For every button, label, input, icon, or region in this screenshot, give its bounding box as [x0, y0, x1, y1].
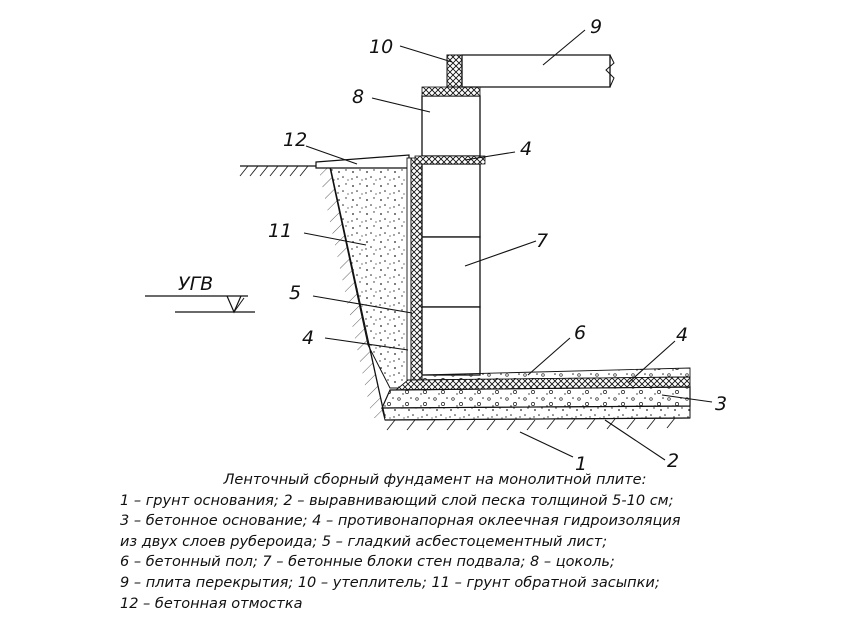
callout-labels: 10 9 8 12 4 7 11 5 4 6 4 3 2 1: [268, 16, 727, 475]
label-4-left: 4: [302, 327, 314, 349]
horizontal-waterproofing: [414, 155, 486, 165]
label-2: 2: [667, 450, 679, 472]
label-4-top: 4: [520, 138, 532, 160]
groundwater-level: УГВ: [145, 273, 255, 314]
ugv-label: УГВ: [178, 273, 213, 295]
caption: Ленточный сборный фундамент на монолитно…: [120, 470, 820, 614]
caption-line: из двух слоев рубероида; 5 – гладкий асб…: [120, 533, 608, 550]
basement-floor: [394, 367, 691, 391]
label-5: 5: [289, 282, 301, 304]
caption-title: Ленточный сборный фундамент на монолитно…: [223, 472, 647, 488]
insulation: [446, 54, 463, 88]
label-3: 3: [715, 393, 727, 415]
concrete-base: [381, 386, 691, 409]
plinth: [421, 95, 481, 157]
vertical-waterproofing: [410, 157, 423, 381]
caption-line: 9 – плита перекрытия; 10 – утеплитель; 1…: [120, 574, 660, 591]
leader-lines: [303, 29, 713, 461]
caption-line: 3 – бетонное основание; 4 – противонапор…: [120, 513, 681, 530]
wall-blocks: [421, 163, 481, 376]
caption-line: 6 – бетонный пол; 7 – бетонные блоки сте…: [120, 554, 615, 571]
plinth-band: [421, 86, 481, 97]
asbestos-sheet: [406, 157, 412, 381]
label-12: 12: [283, 129, 307, 151]
label-11: 11: [268, 220, 292, 242]
label-1: 1: [575, 453, 587, 475]
caption-line: 12 – бетонная отмостка: [120, 595, 303, 612]
label-9: 9: [590, 16, 602, 38]
floor-slab: [461, 54, 615, 88]
ground-surface: [239, 165, 318, 177]
label-6: 6: [574, 322, 586, 344]
caption-line: 1 – грунт основания; 2 – выравнивающий с…: [120, 492, 674, 509]
label-4-right: 4: [676, 324, 688, 346]
label-7: 7: [536, 230, 548, 252]
label-8: 8: [352, 86, 364, 108]
base-soil: [384, 417, 691, 431]
blind-area: [315, 154, 410, 169]
label-10: 10: [369, 36, 393, 58]
